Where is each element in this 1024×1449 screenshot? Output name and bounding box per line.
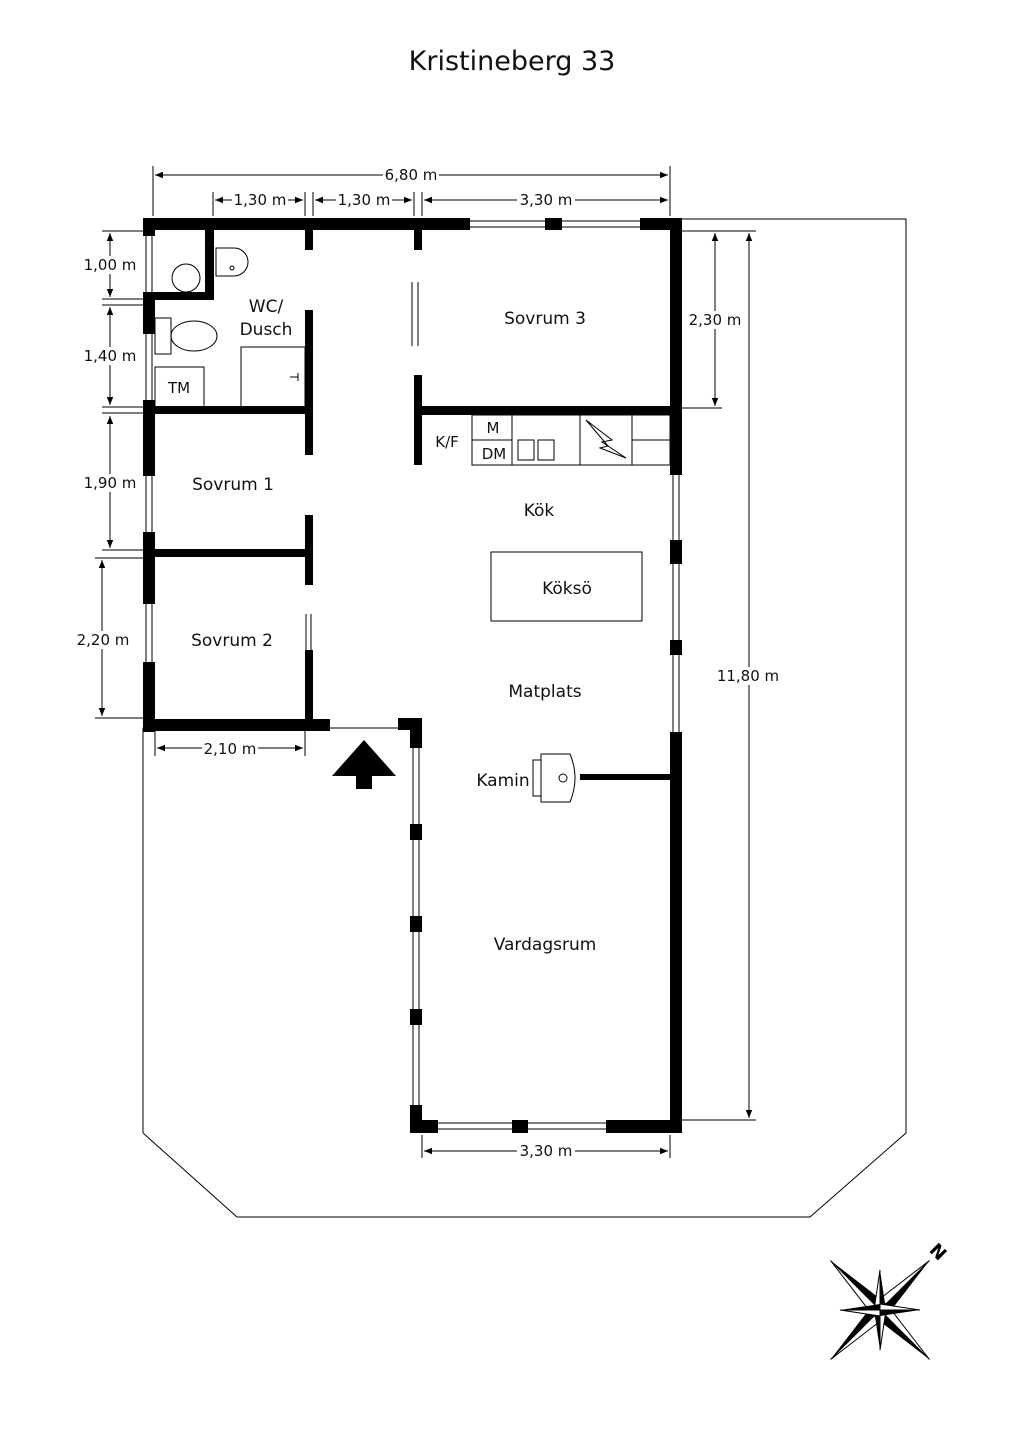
- compass-rose-icon: N: [830, 1240, 950, 1360]
- label-dm: DM: [482, 445, 507, 463]
- room-label-wc: WC/: [249, 297, 284, 317]
- room-label-sovrum2: Sovrum 2: [191, 631, 273, 651]
- dim-total-height: 11,80 m: [717, 667, 779, 685]
- entrance-arrow-icon: [332, 740, 396, 789]
- dim-right-1: 2,30 m: [689, 311, 742, 329]
- terrace-outline: [142, 218, 907, 1218]
- room-label-dusch: Dusch: [240, 320, 293, 340]
- room-label-kamin: Kamin: [476, 771, 529, 791]
- dim-top-b: 1,30 m: [338, 191, 391, 209]
- dim-left-3: 1,90 m: [84, 474, 137, 492]
- kitchen-counter: [471, 414, 671, 466]
- dim-left-4: 2,20 m: [77, 631, 130, 649]
- dim-left-1: 1,00 m: [84, 256, 137, 274]
- room-label-matplats: Matplats: [508, 682, 581, 702]
- label-tm: TM: [167, 379, 190, 397]
- room-label-sovrum3: Sovrum 3: [504, 309, 586, 329]
- interior-walls: [143, 228, 682, 780]
- dim-top-c: 3,30 m: [520, 191, 573, 209]
- label-kf: K/F: [435, 433, 459, 451]
- dimension-labels: 6,80 m 1,30 m 1,30 m 3,30 m 1,00 m 1,40 …: [74, 165, 780, 1160]
- room-label-kok: Kök: [524, 501, 555, 521]
- room-label-vardagsrum: Vardagsrum: [494, 935, 597, 955]
- plan-title: Kristineberg 33: [409, 46, 616, 77]
- label-m: M: [487, 419, 500, 437]
- bathroom-fixtures: [154, 247, 306, 408]
- dim-bottom: 3,30 m: [520, 1142, 573, 1160]
- dim-bottom-left: 2,10 m: [204, 740, 257, 758]
- dim-top-a: 1,30 m: [234, 191, 287, 209]
- sliding-doors: [305, 282, 419, 686]
- stove-icon: [532, 753, 576, 803]
- windows: [145, 220, 680, 1130]
- dimension-lines: [95, 166, 756, 1158]
- dim-total-width: 6,80 m: [385, 166, 438, 184]
- dim-left-2: 1,40 m: [84, 347, 137, 365]
- room-label-kokso: Köksö: [542, 579, 592, 599]
- room-label-sovrum1: Sovrum 1: [192, 475, 274, 495]
- kitchen-island: [490, 551, 643, 622]
